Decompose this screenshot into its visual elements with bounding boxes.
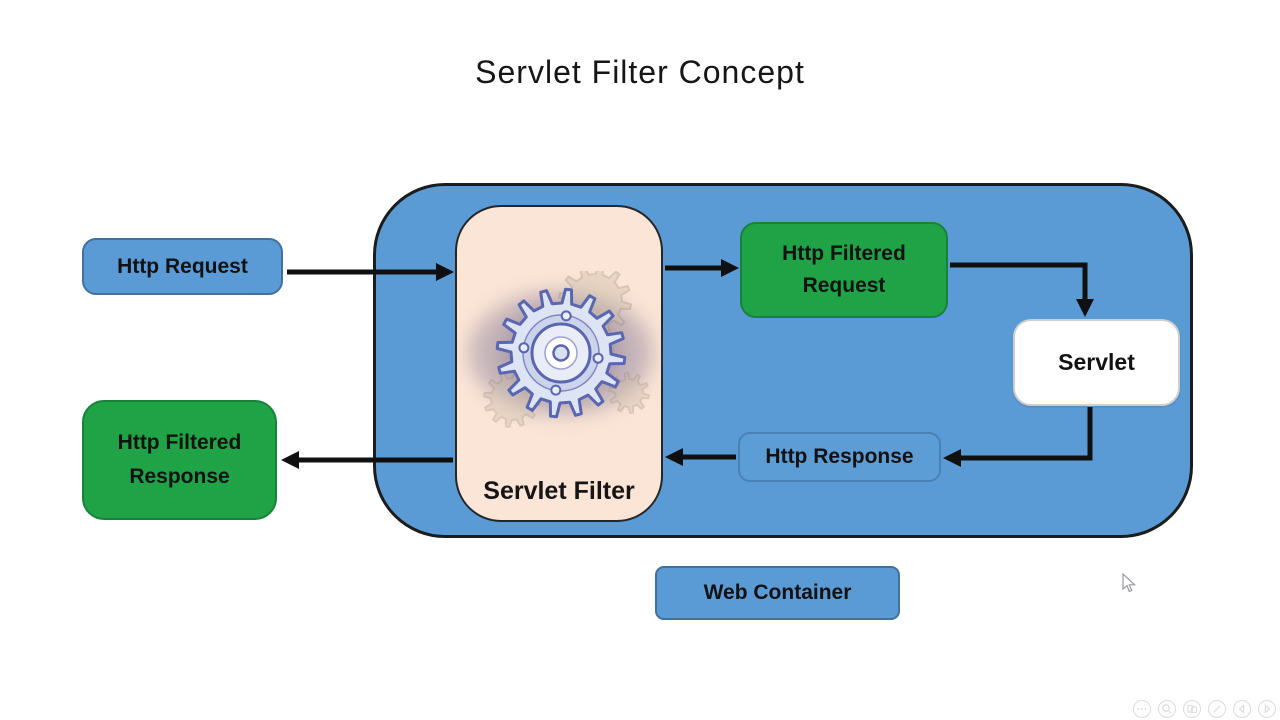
servlet-filter-box: Servlet Filter [455,205,663,522]
next-slide-button[interactable] [1257,699,1277,719]
web-container-box: Web Container [655,566,900,620]
http-filtered-request-label: Http Filtered Request [782,242,906,297]
pen-tools-button[interactable] [1207,699,1227,719]
http-filtered-response-label: Http Filtered Response [117,431,242,488]
mouse-cursor [1122,573,1137,593]
slideshow-toolbar [1132,699,1277,719]
http-request-box: Http Request [82,238,283,295]
gear-icon [469,271,653,429]
see-all-slides-button[interactable] [1182,699,1202,719]
zoom-slide-button[interactable] [1157,699,1177,719]
servlet-label: Servlet [1058,349,1135,375]
slide-title: Servlet Filter Concept [475,54,805,90]
servlet-filter-label: Servlet Filter [483,477,635,505]
servlet-box: Servlet [1013,319,1180,406]
http-filtered-request-box: Http Filtered Request [740,222,948,318]
web-container-label: Web Container [703,581,852,604]
http-response-label: Http Response [765,445,914,468]
http-filtered-response-box: Http Filtered Response [82,400,277,520]
previous-slide-button[interactable] [1232,699,1252,719]
more-options-button[interactable] [1132,699,1152,719]
http-response-box: Http Response [738,432,941,482]
http-request-label: Http Request [117,254,248,278]
